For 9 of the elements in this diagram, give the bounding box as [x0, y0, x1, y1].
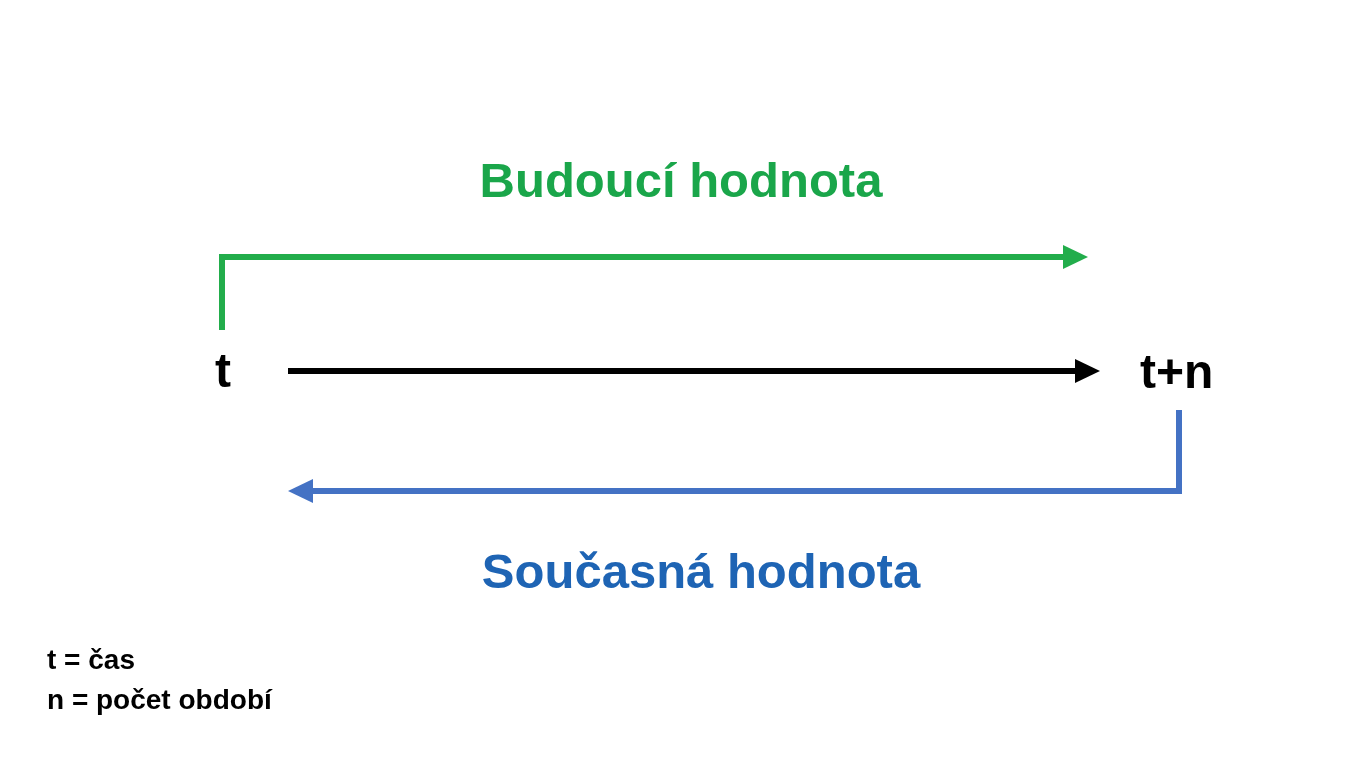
time-label: t: [215, 347, 231, 395]
edge-label: Současná hodnota: [481, 545, 921, 599]
time-label: t+n: [1140, 348, 1214, 396]
definition-note: t = čas: [47, 643, 135, 677]
edge-label: Budoucí hodnota: [479, 154, 883, 208]
arrow: [288, 410, 1182, 503]
arrow: [288, 359, 1100, 383]
arrow: [219, 245, 1088, 330]
definition-note: n = počet období: [47, 683, 272, 717]
